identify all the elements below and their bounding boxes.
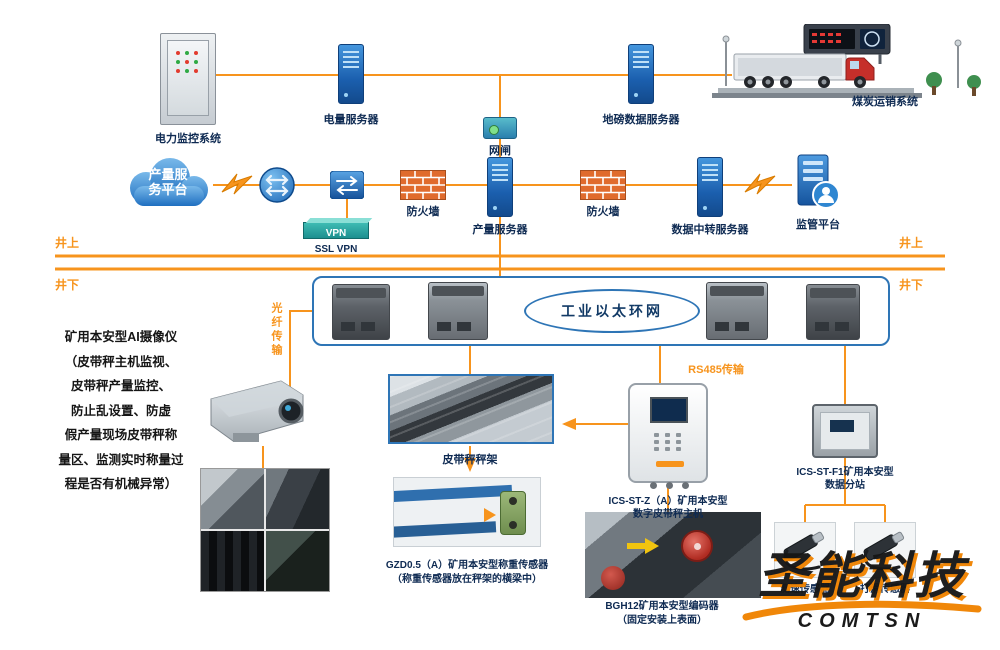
encoder-label-line2: （固定安装上表面） bbox=[617, 615, 707, 626]
below-shaft-left-label: 井下 bbox=[54, 278, 80, 292]
supervision-platform-icon bbox=[797, 154, 840, 209]
belt-wheel-icon bbox=[601, 566, 625, 590]
camera-feed-3 bbox=[201, 531, 264, 591]
encoder-hub bbox=[694, 543, 701, 550]
speed-sensor-label: 测速传感器 bbox=[780, 584, 830, 595]
scale-beam bbox=[394, 521, 497, 538]
slip-sensor-icon bbox=[863, 531, 905, 571]
speed-sensor-icon bbox=[783, 531, 825, 571]
ring-network-label: 工业以太环网 bbox=[561, 303, 663, 319]
cabinet-door bbox=[167, 40, 209, 116]
host-label-line2: 数字皮带秤主机 bbox=[633, 509, 703, 520]
scale-beam bbox=[394, 484, 513, 503]
camera-feed-4 bbox=[266, 531, 329, 591]
pointer-arrow-icon bbox=[484, 508, 496, 522]
mine-substation-device-icon bbox=[706, 282, 768, 340]
ai-camera-device-icon bbox=[210, 380, 304, 442]
power-cabinet-icon bbox=[160, 33, 216, 125]
desc-line: 防止乱设置、防虚 bbox=[70, 403, 171, 418]
vpn-device-icon: VPN bbox=[303, 222, 369, 239]
production-server-icon bbox=[487, 157, 513, 217]
gateway-label: 网闸 bbox=[489, 145, 511, 157]
production-server-label: 产量服务器 bbox=[472, 224, 528, 236]
encoder-wheel-icon bbox=[681, 530, 713, 562]
firewall-icon bbox=[400, 170, 446, 200]
industrial-ethernet-ring: 工业以太环网 bbox=[524, 289, 700, 333]
host-screen bbox=[650, 397, 688, 423]
relay-server-label: 数据中转服务器 bbox=[671, 224, 749, 236]
slip-sensor-label: 打滑传感器 bbox=[860, 584, 910, 595]
weighbridge-server-icon bbox=[628, 44, 654, 104]
switch-icon bbox=[330, 171, 364, 199]
cloud-platform-label: 产量服务平台 bbox=[148, 167, 188, 197]
mine-substation-device-icon bbox=[428, 282, 488, 340]
ring-network-box bbox=[312, 276, 890, 346]
belt-scale-frame-photo bbox=[388, 374, 554, 444]
encoder-label-line1: BGH12矿用本安型编码器 bbox=[605, 601, 719, 612]
substation-label-line2: 数据分站 bbox=[825, 480, 865, 491]
pointer-arrow-icon bbox=[627, 543, 645, 549]
coal-sales-label: 煤炭运销系统 bbox=[852, 96, 918, 108]
loadcell-label-line2: （称重传感器放在秤架的横梁中） bbox=[392, 574, 542, 585]
router-icon bbox=[259, 167, 295, 203]
pointer-arrow-icon bbox=[645, 538, 659, 554]
host-label-line1: ICS-ST-Z（A）矿用本安型 bbox=[608, 496, 728, 507]
desc-line: （皮带秤主机监视、 bbox=[64, 354, 178, 369]
belt-scale-host-icon bbox=[628, 383, 708, 489]
slip-sensor-photo bbox=[854, 522, 916, 578]
above-shaft-right-label: 井上 bbox=[898, 236, 924, 250]
desc-line: 皮带秤产量监控、 bbox=[70, 379, 171, 393]
desc-line: 假产量现场皮带秤称 bbox=[64, 428, 178, 442]
rs485-transmission-label: RS485传输 bbox=[688, 364, 744, 376]
above-shaft-left-label: 井上 bbox=[54, 236, 80, 250]
firewall1-label: 防火墙 bbox=[406, 206, 440, 218]
mine-substation-device-icon bbox=[806, 284, 860, 340]
camera-feed-2 bbox=[266, 469, 329, 529]
weighbridge-server-label: 地磅数据服务器 bbox=[602, 114, 680, 126]
ai-camera-description: 矿用本安型AI摄像仪 （皮带秤主机监视、 皮带秤产量监控、 防止乱设置、防虚 假… bbox=[55, 325, 187, 497]
ssl-vpn-label: SSL VPN bbox=[314, 244, 358, 255]
load-cell-photo bbox=[393, 477, 541, 547]
shaft-divider-lines bbox=[55, 254, 945, 271]
data-substation-icon bbox=[812, 404, 878, 458]
cloud-icon bbox=[130, 158, 208, 206]
network-gate-icon bbox=[483, 117, 517, 139]
desc-line: 矿用本安型AI摄像仪 bbox=[64, 330, 178, 344]
desc-line: 量区、监测实时称量过 bbox=[58, 452, 184, 467]
firewall-icon bbox=[580, 170, 626, 200]
supervision-label: 监管平台 bbox=[796, 219, 840, 231]
lightning-bolt-icon bbox=[221, 173, 776, 195]
firewall2-label: 防火墙 bbox=[586, 206, 620, 218]
loadcell-label-line1: GZD0.5（A）矿用本安型称重传感器 bbox=[385, 560, 549, 571]
relay-server-icon bbox=[697, 157, 723, 217]
below-shaft-right-label: 井下 bbox=[898, 278, 924, 292]
cabinet-indicator-lights bbox=[176, 51, 180, 55]
belt-scale-label: 皮带秤秤架 bbox=[442, 454, 498, 466]
power-server-icon bbox=[338, 44, 364, 104]
encoder-photo bbox=[585, 512, 761, 598]
power-server-label: 电量服务器 bbox=[323, 114, 379, 126]
speed-sensor-photo bbox=[774, 522, 836, 578]
camera-monitor-view bbox=[200, 468, 330, 592]
host-keypad bbox=[654, 433, 659, 437]
camera-feed-1 bbox=[201, 469, 264, 529]
vpn-device-text: VPN bbox=[325, 228, 347, 239]
load-cell-icon bbox=[500, 491, 526, 535]
substation-label-line1: ICS-ST-F1矿用本安型 bbox=[796, 467, 894, 478]
fiber-transmission-label: 光纤传输 bbox=[270, 302, 282, 358]
desc-line: 程是否有机械异常） bbox=[64, 477, 178, 491]
power-monitor-label: 电力监控系统 bbox=[155, 133, 221, 145]
mine-substation-device-icon bbox=[332, 284, 390, 340]
host-logo-badge bbox=[656, 461, 684, 467]
truck-scale-icon bbox=[712, 24, 981, 98]
